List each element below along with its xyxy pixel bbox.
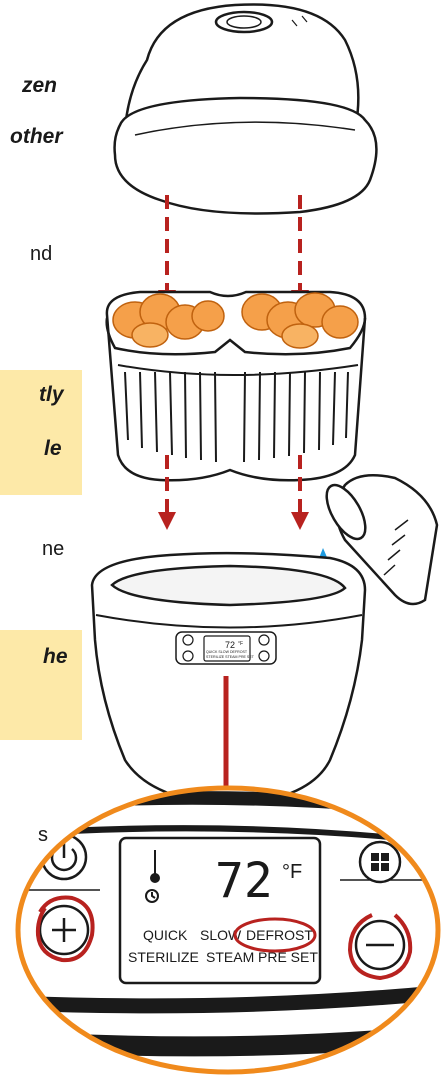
mode-steam: STEAM (206, 949, 254, 965)
mode-sterilize: STERILIZE (128, 949, 199, 965)
small-display-temp: 72 (225, 640, 235, 650)
small-display-unit: °F (238, 641, 243, 647)
zoom-display-unit: °F (282, 861, 302, 883)
mode-preset: PRE SET (258, 949, 318, 965)
small-display-modes-1: QUICK SLOW DEFROST (206, 650, 248, 654)
steamer-lid (115, 4, 377, 213)
mode-quick: QUICK (143, 927, 188, 943)
mode-defrost: DEFROST (246, 927, 313, 943)
menu-button[interactable] (360, 842, 400, 882)
zoom-display-temp: 72 (215, 853, 273, 909)
small-display-modes-2: STERILIZE STEAM PRE SET (206, 655, 255, 659)
